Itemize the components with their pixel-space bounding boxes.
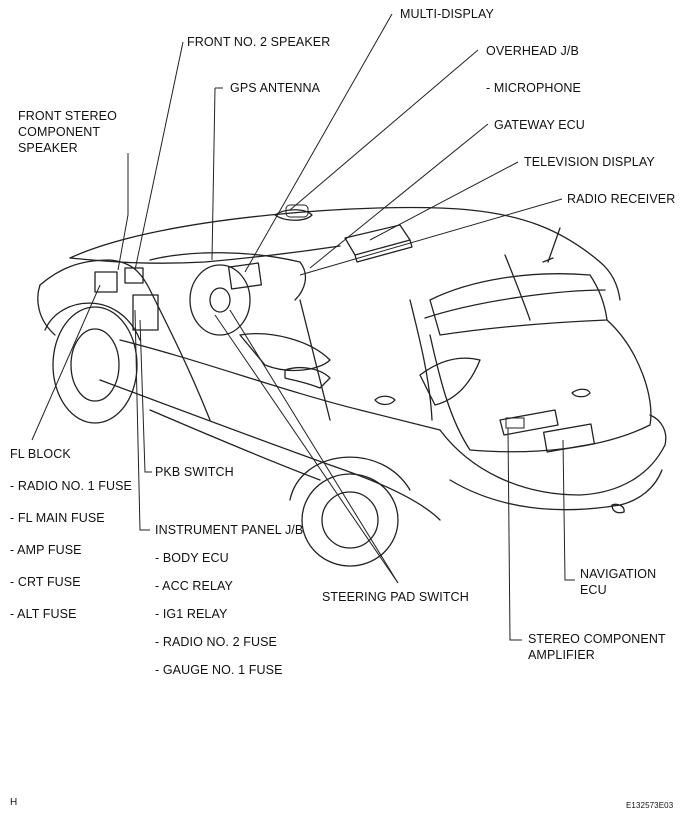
dashboard	[149, 252, 307, 301]
console-armrest	[284, 367, 331, 389]
label-navigation-line2: ECU	[580, 583, 607, 597]
figure-id: E132573E03	[626, 801, 674, 810]
label-front-stereo-line2: COMPONENT	[18, 125, 101, 139]
roof-rear-line	[599, 261, 621, 301]
steering-hub	[209, 287, 231, 313]
label-crt-fuse: - CRT FUSE	[10, 575, 81, 589]
label-front-stereo-line1: FRONT STEREO	[18, 109, 117, 123]
rear-glass-inner	[504, 254, 531, 321]
label-front-no2-speaker: FRONT NO. 2 SPEAKER	[187, 35, 331, 49]
label-microphone: - MICROPHONE	[486, 81, 581, 95]
label-radio-no2-fuse: - RADIO NO. 2 FUSE	[155, 635, 277, 649]
speaker-box	[124, 267, 144, 284]
label-front-stereo-line3: SPEAKER	[18, 141, 78, 155]
rear-wheel-inner	[321, 491, 379, 549]
door-handle	[374, 395, 396, 406]
rear-wheel-outer	[301, 473, 399, 567]
label-acc-relay: - ACC RELAY	[155, 579, 233, 593]
front-wheel-outer	[52, 306, 138, 424]
label-alt-fuse: - ALT FUSE	[10, 607, 77, 621]
label-stereo-amp-line2: AMPLIFIER	[528, 648, 595, 662]
rear-bumper	[439, 414, 667, 496]
label-amp-fuse: - AMP FUSE	[10, 543, 82, 557]
label-television-display: TELEVISION DISPLAY	[524, 155, 655, 169]
label-fl-main-fuse: - FL MAIN FUSE	[10, 511, 105, 525]
roof-antenna	[547, 227, 561, 263]
overhead-console	[274, 209, 313, 221]
label-gateway-ecu: GATEWAY ECU	[494, 118, 585, 132]
front-wheel-arch	[44, 302, 141, 341]
rear-door	[299, 299, 331, 421]
component-markers	[285, 204, 525, 429]
navigation-ecu-box	[542, 423, 596, 453]
label-multi-display: MULTI-DISPLAY	[400, 7, 494, 21]
fl-block-box	[94, 271, 118, 293]
corner-code-left: H	[10, 797, 18, 808]
exhaust	[611, 503, 625, 514]
label-overhead-jb: OVERHEAD J/B	[486, 44, 579, 58]
body-side-bottom	[99, 379, 441, 521]
label-instrument-panel-jb: INSTRUMENT PANEL J/B	[155, 523, 304, 537]
rear-logo	[571, 388, 591, 398]
rear-hatch	[429, 319, 652, 453]
label-ig1-relay: - IG1 RELAY	[155, 607, 228, 621]
label-radio-no1-fuse: - RADIO NO. 1 FUSE	[10, 479, 132, 493]
label-navigation-line1: NAVIGATION	[580, 567, 657, 581]
rear-spoiler	[424, 289, 606, 319]
label-gauge-no1-fuse: - GAUGE NO. 1 FUSE	[155, 663, 283, 677]
windshield-frame	[69, 245, 341, 264]
center-console	[239, 333, 331, 372]
bumper-lower	[449, 469, 663, 511]
hood	[39, 259, 151, 291]
vehicle-outline	[37, 206, 667, 567]
body-side-top	[119, 339, 441, 431]
label-stereo-amp-line1: STEREO COMPONENT	[528, 632, 666, 646]
label-body-ecu: - BODY ECU	[155, 551, 229, 565]
rear-wheel-arch	[289, 456, 411, 501]
steering-wheel	[189, 264, 251, 336]
roof-line	[69, 206, 601, 263]
front-fender	[37, 284, 56, 336]
ip-jb-box	[132, 294, 159, 331]
tail-light	[419, 357, 481, 406]
front-wheel-inner	[70, 328, 120, 402]
license-plate-area	[499, 409, 559, 436]
label-steering-pad-switch: STEERING PAD SWITCH	[322, 590, 469, 604]
label-gps-antenna: GPS ANTENNA	[230, 81, 321, 95]
front-door	[149, 289, 211, 421]
label-fl-block: FL BLOCK	[10, 447, 71, 461]
label-radio-receiver: RADIO RECEIVER	[567, 192, 676, 206]
rear-pillar	[409, 299, 433, 421]
rear-window	[429, 273, 608, 336]
multi-display-unit	[227, 262, 263, 290]
leader-lines	[31, 13, 575, 641]
label-pkb-switch: PKB SWITCH	[155, 465, 234, 479]
